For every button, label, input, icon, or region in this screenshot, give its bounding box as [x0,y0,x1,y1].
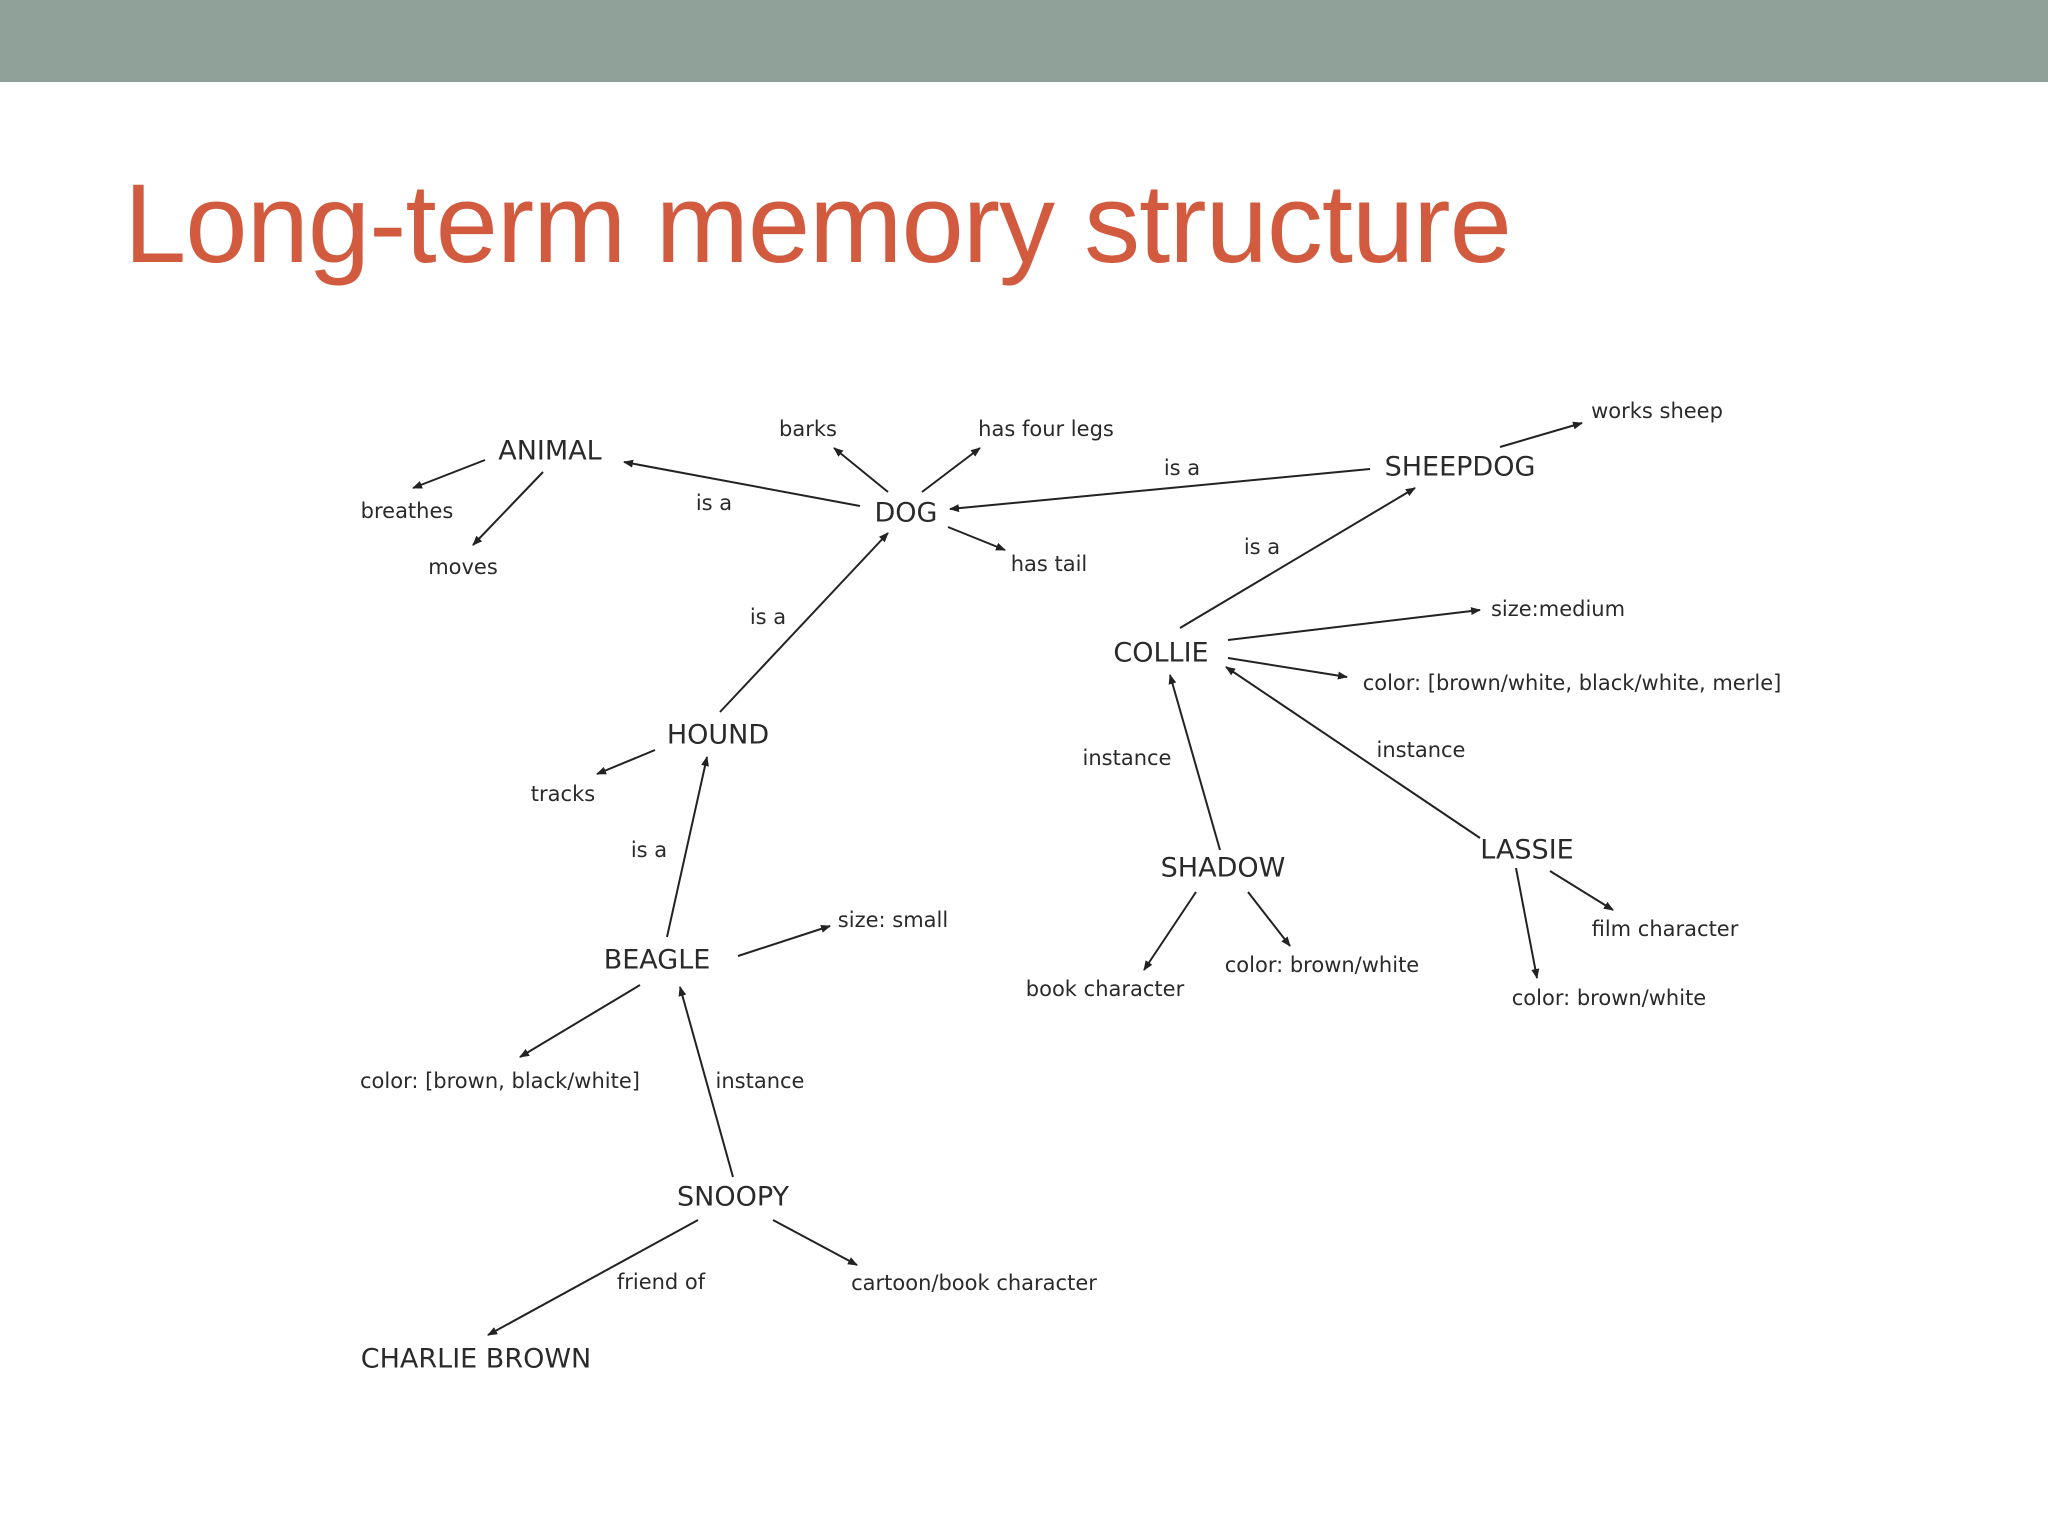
node-moves: moves [428,555,498,579]
edge-sheepdog-to-dog [949,468,1371,513]
edge-beagle-to-beagle_color [519,984,641,1058]
edge-lassie-to-lassie_color [1515,867,1540,979]
edge-animal-to-breathes [412,459,486,489]
node-breathes: breathes [361,499,454,523]
edge-dog-to-barks [833,447,889,493]
edge-snoopy-to-charlie_brown [487,1219,699,1336]
node-barks: barks [779,417,837,441]
edge-label-collie-to-sheepdog: is a [1244,535,1280,559]
edge-label-dog-to-animal: is a [696,491,732,515]
edge-label-hound-to-dog: is a [750,605,786,629]
edge-sheepdog-to-works_sheep [1499,421,1583,448]
edge-label-shadow-to-collie: instance [1083,746,1172,770]
node-lassie: LASSIE [1480,835,1573,866]
edge-label-sheepdog-to-dog: is a [1164,456,1200,480]
node-size-small: size: small [838,908,948,932]
node-has-four-legs: has four legs [978,417,1114,441]
edge-dog-to-has_four_legs [921,447,981,493]
edge-shadow-to-shadow_color [1247,891,1291,947]
node-hound: HOUND [667,720,769,751]
node-has-tail: has tail [1011,552,1088,576]
edge-collie-to-collie_color [1227,657,1348,680]
edge-beagle-to-size_small [737,924,831,957]
edge-collie-to-sheepdog [1179,487,1416,629]
edge-dog-to-animal [623,459,861,507]
node-dog: DOG [875,498,938,529]
node-collie: COLLIE [1113,638,1208,669]
edge-hound-to-tracks [596,749,656,775]
node-works-sheep: works sheep [1591,399,1723,423]
node-size-medium: size:medium [1491,597,1625,621]
edge-snoopy-to-beagle [678,986,734,1178]
node-lassie-color: color: brown/white [1512,986,1706,1010]
edge-collie-to-size_medium [1227,607,1481,641]
node-beagle: BEAGLE [604,945,711,976]
node-shadow-color: color: brown/white [1225,953,1419,977]
edge-snoopy-to-cartoon_book [772,1219,858,1266]
edge-lassie-to-collie [1225,666,1481,839]
node-beagle-color: color: [brown, black/white] [360,1069,640,1093]
edge-labels-layer: is a is a is a is a is a instance instance inst… [617,456,1466,1294]
edge-lassie-to-film_character [1549,870,1614,911]
node-book-character: book character [1026,977,1185,1001]
edge-animal-to-moves [472,471,544,546]
node-snoopy: SNOOPY [677,1182,790,1213]
slide-title: Long-term memory structure [124,161,1512,286]
nodes-layer: ANIMAL breathes moves barks has four legsDOG… [360,399,1781,1375]
edge-label-snoopy-to-charlie_brown: friend of [617,1270,706,1294]
edge-label-snoopy-to-beagle: instance [716,1069,805,1093]
edge-shadow-to-book_character [1143,891,1197,971]
node-charlie-brown: CHARLIE BROWN [361,1344,591,1375]
header-bar [0,0,2048,82]
edge-hound-to-dog [719,532,889,713]
node-cartoon-book: cartoon/book character [851,1271,1097,1295]
node-tracks: tracks [531,782,595,806]
edge-label-lassie-to-collie: instance [1377,738,1466,762]
node-sheepdog: SHEEPDOG [1385,452,1536,483]
node-shadow: SHADOW [1161,853,1286,884]
edge-shadow-to-collie [1168,674,1221,851]
edge-beagle-to-hound [666,756,709,938]
edge-dog-to-has_tail [947,526,1006,551]
node-collie-color: color: [brown/white, black/white, merle] [1363,671,1782,695]
edge-label-beagle-to-hound: is a [631,838,667,862]
edges-layer [412,421,1614,1336]
node-film-character: film character [1592,917,1739,941]
node-animal: ANIMAL [498,436,601,467]
